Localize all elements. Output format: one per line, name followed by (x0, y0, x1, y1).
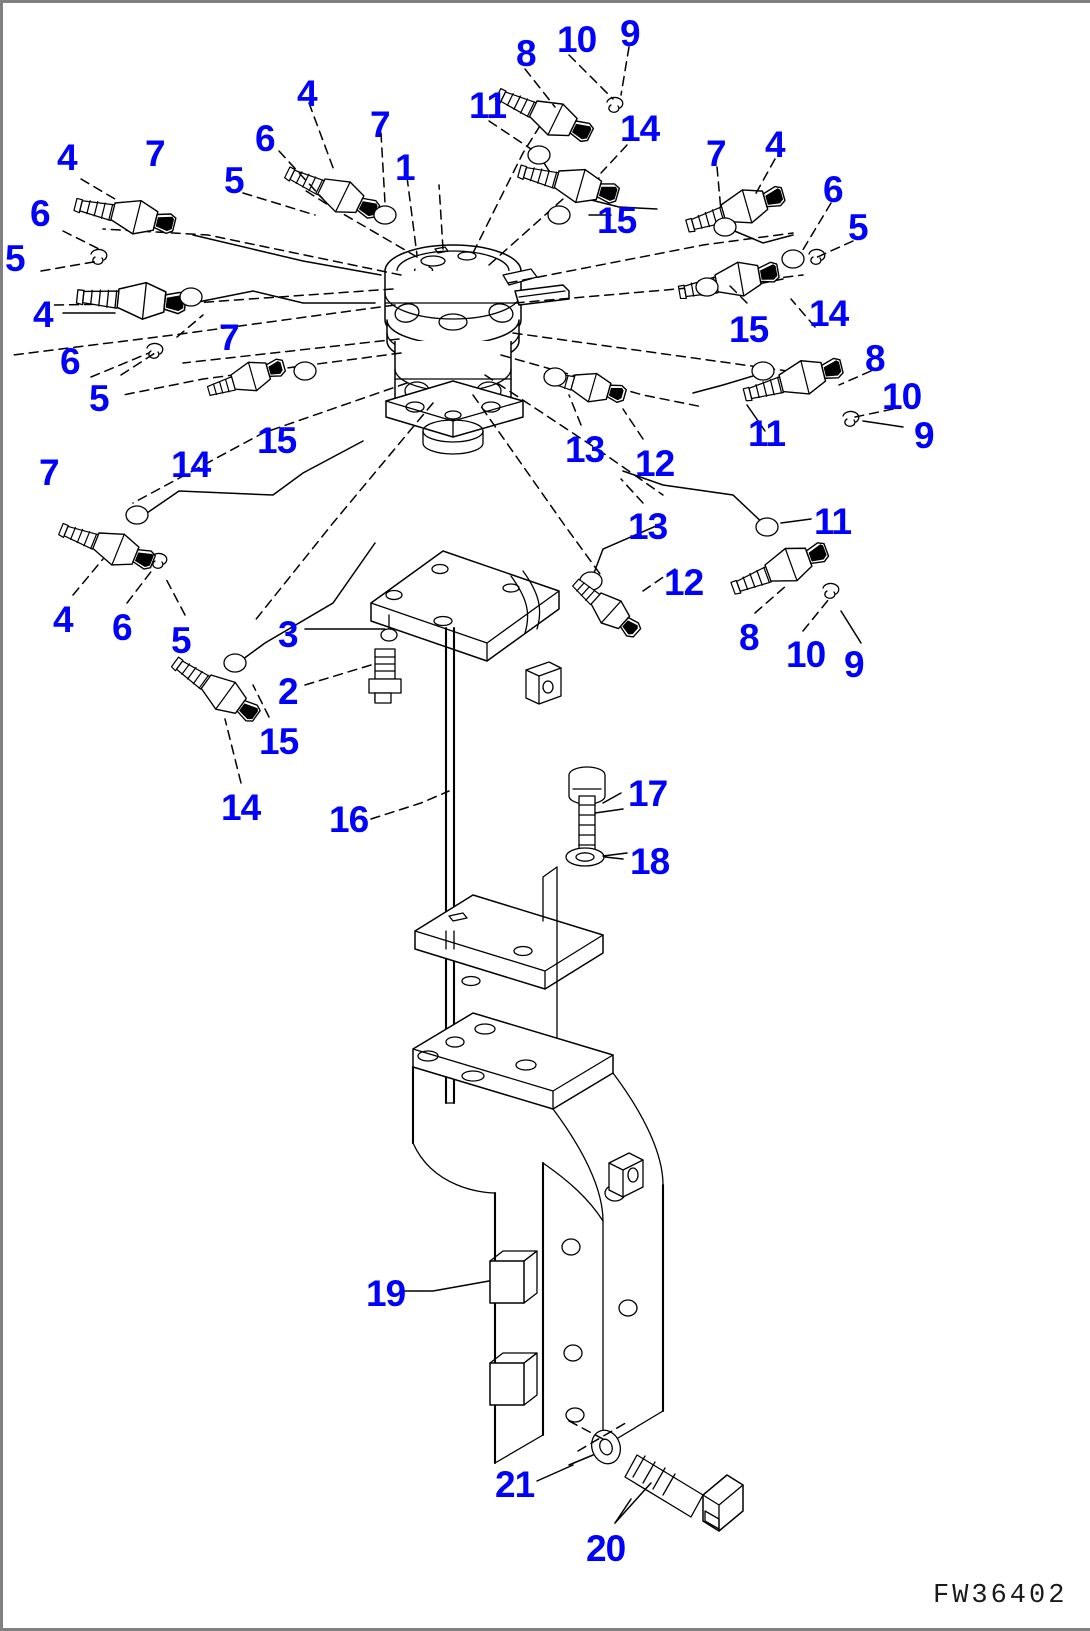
callout-15: 15 (257, 420, 297, 461)
callout-7: 7 (706, 133, 727, 174)
callout-7: 7 (39, 452, 60, 493)
callout-7: 7 (219, 317, 240, 358)
callout-11: 11 (469, 85, 507, 126)
callout-15: 15 (259, 721, 299, 762)
callout-10: 10 (786, 634, 826, 675)
callout-12: 12 (635, 443, 675, 484)
callout-10: 10 (557, 19, 597, 60)
callout-9: 9 (844, 644, 865, 685)
callout-5: 5 (89, 378, 110, 419)
callout-8: 8 (516, 33, 537, 74)
callout-9: 9 (620, 13, 641, 54)
callout-14: 14 (171, 444, 211, 485)
callout-6: 6 (112, 607, 133, 648)
callout-10: 10 (882, 376, 922, 417)
callout-16: 16 (329, 799, 369, 840)
callout-4: 4 (765, 124, 786, 165)
callout-20: 20 (586, 1528, 626, 1569)
callout-6: 6 (255, 118, 276, 159)
callout-6: 6 (823, 169, 844, 210)
callout-5: 5 (848, 207, 869, 248)
callout-1: 1 (395, 147, 416, 188)
callout-11: 11 (814, 501, 852, 542)
callout-15: 15 (729, 309, 769, 350)
callout-13: 13 (628, 506, 668, 547)
callout-4: 4 (53, 599, 74, 640)
callout-21: 21 (495, 1464, 535, 1505)
callout-6: 6 (60, 341, 81, 382)
callout-17: 17 (628, 773, 668, 814)
callout-5: 5 (171, 620, 192, 661)
callout-11: 11 (748, 413, 786, 454)
technical-drawing: .ln{fill:none;stroke:#000;stroke-width:1… (12, 46, 904, 1532)
callout-2: 2 (278, 671, 299, 712)
callout-19: 19 (366, 1273, 406, 1314)
callout-5: 5 (224, 160, 245, 201)
callout-14: 14 (620, 108, 660, 149)
callout-14: 14 (809, 293, 849, 334)
callout-8: 8 (865, 338, 886, 379)
callout-12: 12 (664, 562, 704, 603)
callout-4: 4 (57, 137, 78, 178)
callout-3: 3 (278, 614, 299, 655)
callout-9: 9 (914, 415, 935, 456)
callout-7: 7 (145, 133, 166, 174)
callout-13: 13 (565, 429, 605, 470)
callout-4: 4 (33, 294, 54, 335)
callout-6: 6 (30, 193, 51, 234)
callout-15: 15 (597, 200, 637, 241)
callout-4: 4 (297, 73, 318, 114)
callout-14: 14 (221, 787, 261, 828)
callout-8: 8 (739, 617, 760, 658)
callout-5: 5 (5, 238, 26, 279)
drawing-number-watermark: FW36402 (933, 1581, 1068, 1611)
callout-7: 7 (370, 104, 391, 145)
callout-18: 18 (630, 841, 670, 882)
